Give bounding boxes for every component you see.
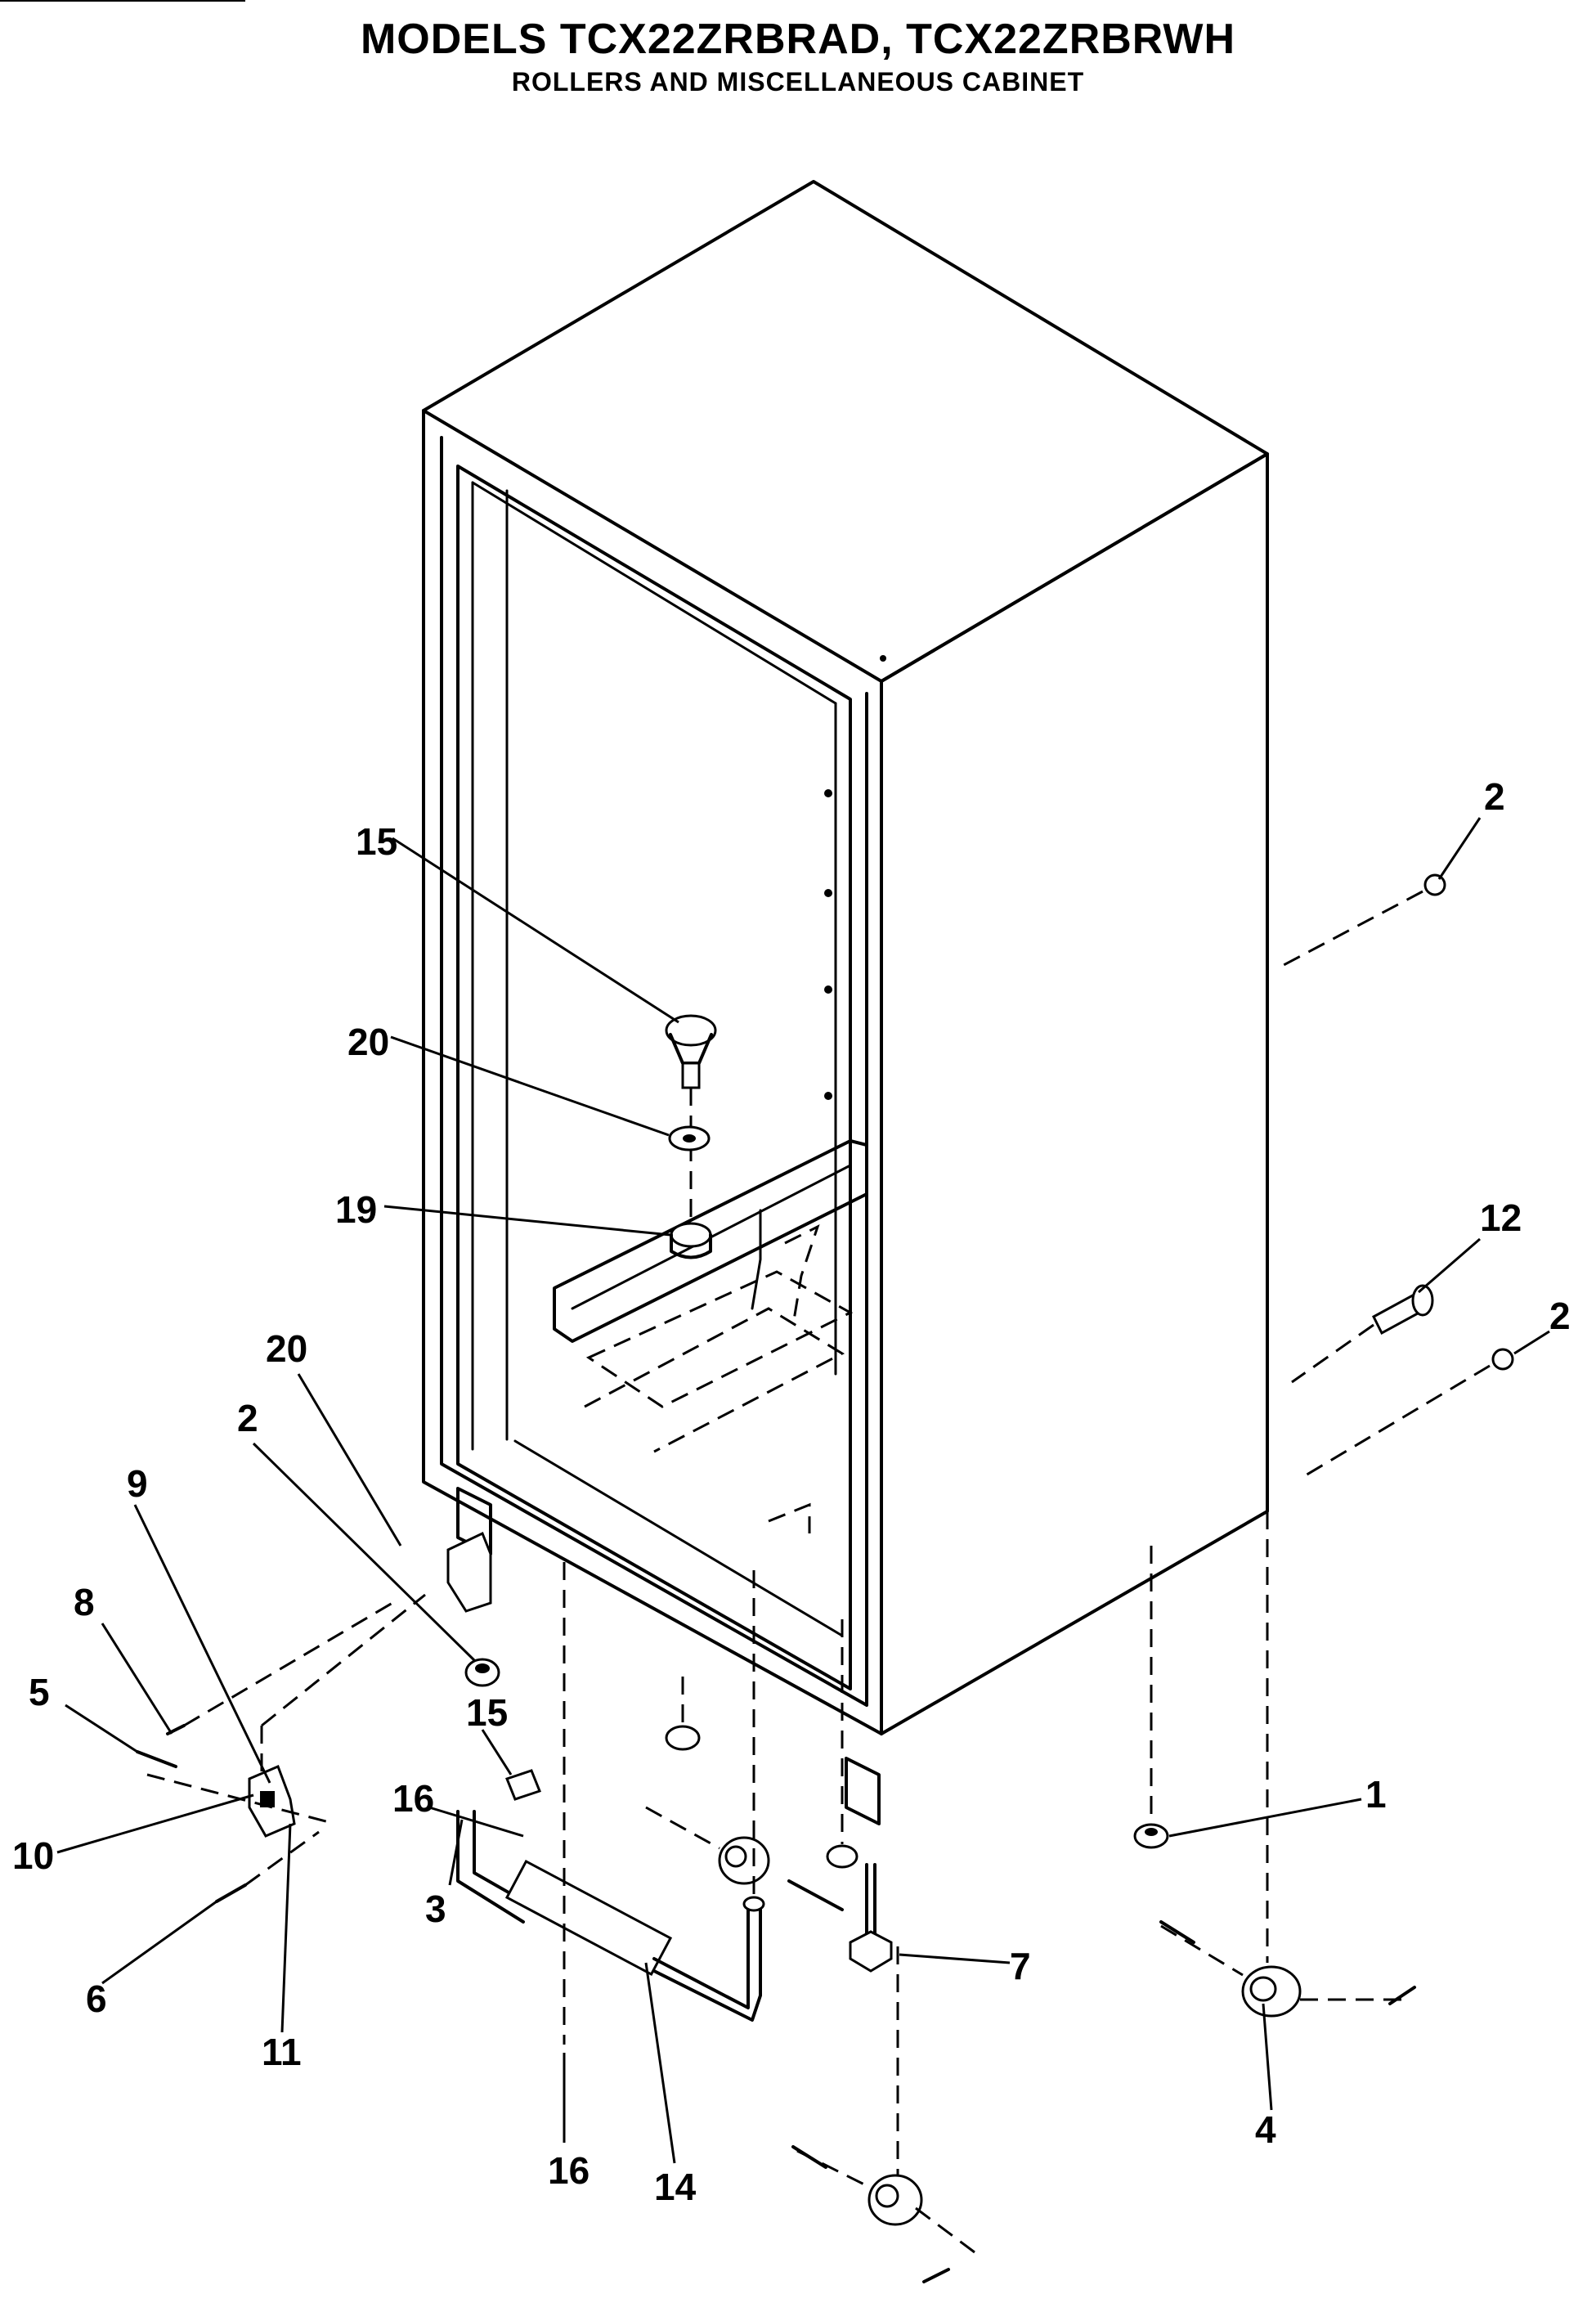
top-rule bbox=[0, 0, 245, 2]
callout-16-lower: 16 bbox=[548, 2149, 590, 2192]
callout-8: 8 bbox=[74, 1581, 95, 1623]
callout-6: 6 bbox=[86, 1978, 107, 2020]
part-20-bracket bbox=[446, 1531, 492, 1613]
callout-10: 10 bbox=[12, 1834, 54, 1877]
callout-1: 1 bbox=[1365, 1773, 1387, 1816]
callout-3: 3 bbox=[425, 1888, 446, 1930]
part-17-grommet bbox=[670, 1222, 712, 1259]
part-2-plug-upper-right bbox=[1283, 873, 1446, 967]
part-2-plug-lower-right bbox=[1299, 1348, 1514, 1480]
callout-9: 9 bbox=[127, 1462, 148, 1505]
page-title: MODELS TCX22ZRBRAD, TCX22ZRBRWH bbox=[360, 16, 1236, 63]
part-6-screw bbox=[215, 1883, 247, 1903]
callout-15: 15 bbox=[466, 1691, 508, 1734]
leader-lines bbox=[56, 817, 1550, 2164]
part-1-roller-cap bbox=[1133, 1546, 1169, 1849]
callout-5: 5 bbox=[29, 1671, 50, 1713]
part-2-plug-left bbox=[464, 1658, 500, 1687]
callout-16-upper: 16 bbox=[392, 1777, 434, 1820]
part-roller-bottom bbox=[791, 2145, 982, 2283]
callout-2-left: 2 bbox=[237, 1397, 258, 1439]
part-15-clip bbox=[505, 1769, 541, 1801]
part-9-10-11-hinge bbox=[146, 1593, 426, 1838]
callout-19: 20 bbox=[347, 1021, 389, 1063]
part-4-roller bbox=[1159, 1511, 1416, 2018]
part-14-drain-tube bbox=[456, 1570, 765, 2022]
part-5-screw bbox=[136, 1750, 177, 1768]
callout-2-upper-right: 2 bbox=[1484, 775, 1505, 818]
part-12-fitting bbox=[1291, 1284, 1434, 1384]
callout-2-lower-right: 2 bbox=[1549, 1295, 1571, 1337]
callout-12: 12 bbox=[1480, 1196, 1522, 1239]
callout-4: 4 bbox=[1255, 2108, 1276, 2151]
callout-18: 15 bbox=[356, 820, 397, 863]
refrigerator-cabinet bbox=[422, 180, 1269, 1825]
callout-11: 11 bbox=[262, 2031, 302, 2073]
callout-14: 14 bbox=[654, 2166, 697, 2208]
callout-20: 20 bbox=[266, 1327, 307, 1370]
part-cap-center bbox=[665, 1725, 701, 1751]
callout-17: 19 bbox=[335, 1188, 377, 1231]
part-roller-front-center bbox=[645, 1806, 844, 1911]
page-subtitle: ROLLERS AND MISCELLANEOUS CABINET bbox=[511, 67, 1085, 97]
callout-7: 7 bbox=[1010, 1945, 1031, 1987]
part-18-knob bbox=[665, 1014, 717, 1243]
